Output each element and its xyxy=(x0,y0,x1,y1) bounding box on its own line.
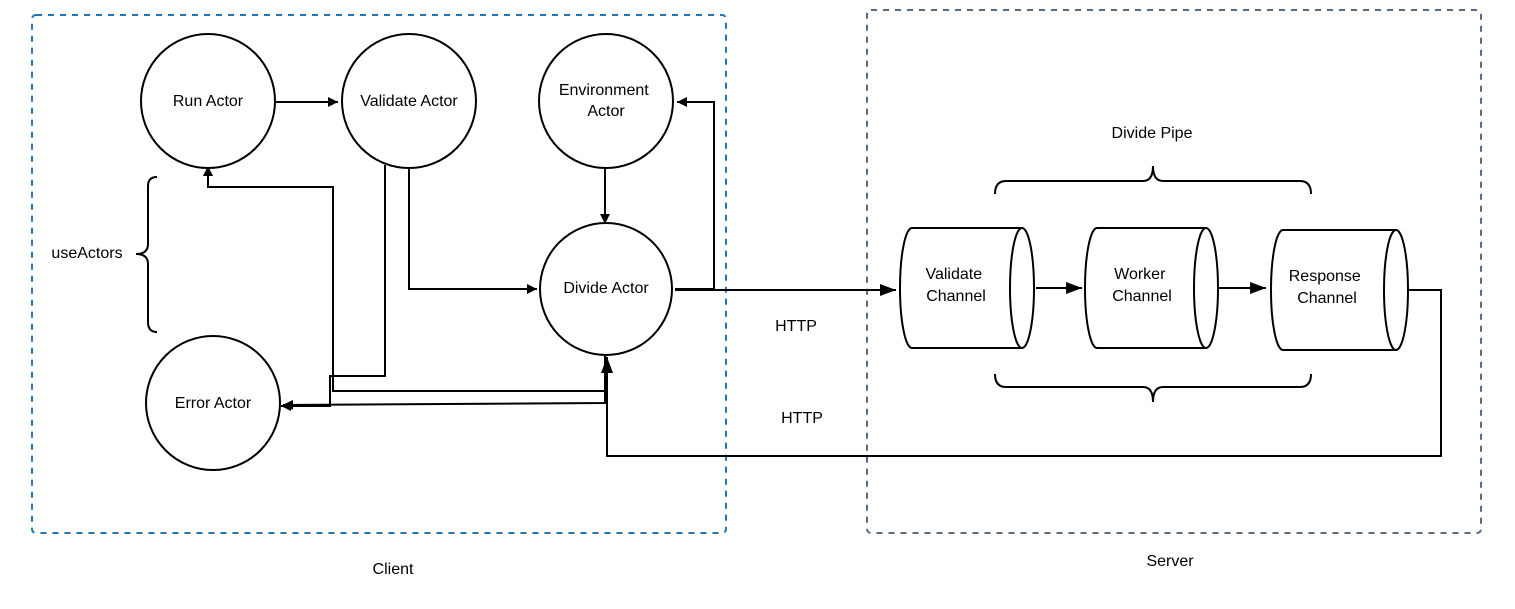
validate-channel-label: Validate Channel xyxy=(925,266,986,305)
validate-channel-cylinder xyxy=(899,227,1035,349)
error-to-run-arrow xyxy=(203,166,606,392)
environment-actor-circle xyxy=(538,33,674,169)
use-actors-brace xyxy=(135,176,158,333)
server-region-label: Server xyxy=(1146,553,1194,570)
http-response-arrow xyxy=(601,289,1442,457)
worker-channel-label: Worker Channel xyxy=(1112,266,1172,305)
divide-actor-circle xyxy=(539,222,673,356)
error-actor-label: Error Actor xyxy=(175,395,252,412)
client-region-border xyxy=(31,14,727,534)
divide-actor-label: Divide Actor xyxy=(563,280,649,297)
validate-actor-circle xyxy=(341,33,477,169)
error-actor-circle xyxy=(145,335,281,471)
divide-to-error-arrow xyxy=(282,355,606,410)
divide-pipe-label: Divide Pipe xyxy=(1112,125,1193,142)
http-request-label: HTTP xyxy=(775,318,817,335)
divide-pipe-bottom-brace xyxy=(994,373,1312,403)
run-actor-label: Run Actor xyxy=(173,93,244,110)
http-response-label: HTTP xyxy=(781,410,823,427)
run-actor-circle xyxy=(140,33,276,169)
validate-actor-label: Validate Actor xyxy=(360,93,458,110)
client-region-label: Client xyxy=(373,561,414,578)
response-channel-label: Response Channel xyxy=(1289,268,1366,307)
divide-pipe-top-brace xyxy=(994,165,1312,195)
use-actors-label: useActors xyxy=(51,245,122,262)
worker-channel-cylinder xyxy=(1084,227,1219,349)
response-channel-cylinder xyxy=(1270,229,1409,351)
server-region-border xyxy=(866,9,1482,534)
environment-actor-label: Environment Actor xyxy=(559,82,653,120)
divide-to-environment-arrow xyxy=(675,97,715,290)
validate-to-divide-arrow xyxy=(408,165,537,294)
validate-to-error-arrow xyxy=(281,165,386,411)
